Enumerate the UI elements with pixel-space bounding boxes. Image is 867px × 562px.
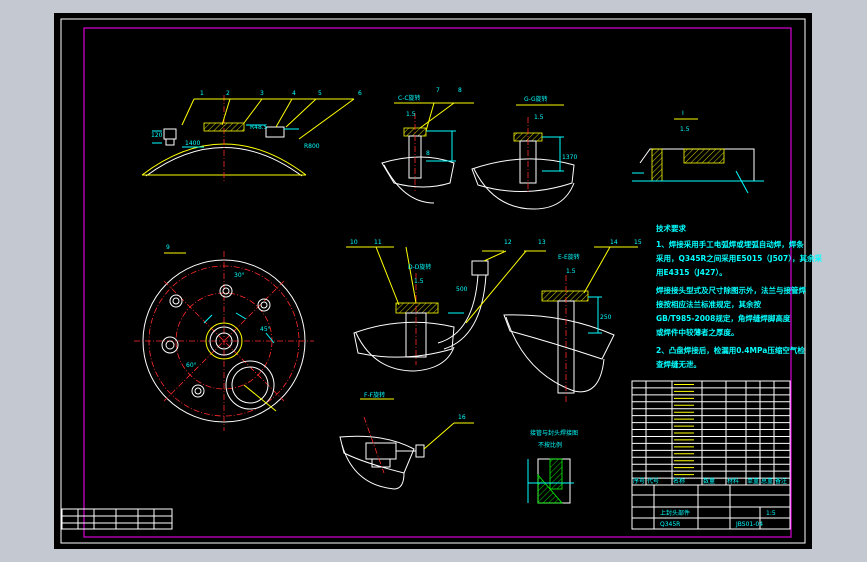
drawing-sheet[interactable]: 1400 R48.5 R800 120 1 2 3 4 5 6 C-C旋转 1.… [54, 13, 822, 549]
bill-of-materials[interactable]: 序号代号 名称 数量 材料单重总重备注 [631, 380, 791, 486]
title-scale: 1:5 [766, 510, 776, 517]
dim-d7: 30° [234, 272, 245, 279]
callout-12: 12 [504, 239, 512, 246]
inner-frame [83, 27, 792, 538]
scale-detail-i: 1.5 [680, 126, 690, 133]
bent-pipe[interactable] [437, 250, 546, 350]
bom-header-1: 代号 [647, 477, 659, 485]
tech-req-line-5: 接按相应法兰标准规定，其余按 [656, 299, 761, 309]
section-label-e-e: E-E旋转 [558, 253, 580, 261]
cad-drawing-canvas[interactable]: 1400 R48.5 R800 120 1 2 3 4 5 6 C-C旋转 1.… [54, 13, 822, 549]
dim-d10: 500 [456, 286, 468, 293]
callout-11: 11 [374, 239, 382, 246]
title-name: 上封头部件 [660, 509, 690, 517]
tech-req-line-9: 查焊缝无泄。 [656, 359, 701, 369]
callout-5: 5 [318, 90, 322, 97]
tech-req-line-6: GB/T985-2008规定，角焊缝焊脚高度 [656, 313, 791, 323]
dim-d3: R48.5 [250, 124, 268, 131]
dim-d6: 120 [151, 132, 163, 139]
technical-requirements[interactable]: 技术要求 1、焊接采用手工电弧焊或埋弧自动焊，焊条 采用，Q345R之间采用E5… [655, 223, 822, 369]
dim-d2: 1400 [185, 140, 200, 147]
head-section-view[interactable]: 1400 R48.5 R800 120 [141, 95, 355, 183]
weld-detail[interactable] [527, 458, 574, 504]
bom-header-0: 序号 [633, 477, 645, 485]
detail-view-i[interactable] [632, 118, 764, 194]
bom-header-5: 单重 [747, 477, 759, 485]
scale-g-g: 1.5 [534, 114, 544, 121]
weld-note-1: 接管与封头焊接图 [530, 429, 578, 437]
title-material: Q345R [660, 521, 680, 528]
scale-c-c: 1.5 [406, 111, 416, 118]
dim-d11: 250 [600, 314, 612, 321]
revision-block[interactable] [61, 508, 173, 530]
bom-header-2: 名称 [673, 477, 685, 485]
callout-7: 7 [436, 87, 440, 94]
tech-req-line-4: 焊接接头型式及尺寸除图示外，法兰与接管焊 [656, 285, 806, 295]
section-label-f-f: F-F旋转 [364, 391, 385, 399]
title-block[interactable]: 上封头部件 Q345R JBS01-04 1:5 [631, 484, 791, 530]
callout-3: 3 [260, 90, 264, 97]
outer-frame [60, 18, 806, 544]
head-plan-view[interactable] [134, 251, 314, 431]
dim-d5: 1370 [562, 154, 577, 161]
callout-4: 4 [292, 90, 296, 97]
tech-req-line-2: 采用，Q345R之间采用E5015（J507），其余采 [655, 253, 822, 263]
section-label-d-d: D-D旋转 [408, 263, 431, 271]
section-view-g-g[interactable] [471, 104, 575, 210]
callout-15: 15 [634, 239, 642, 246]
section-label-g-g: G-G旋转 [524, 95, 548, 103]
dim-d4: 8 [426, 150, 430, 157]
section-view-c-c[interactable] [381, 102, 474, 204]
callout-9: 9 [166, 244, 170, 251]
callout-6: 6 [358, 90, 362, 97]
dim-d1: R800 [304, 143, 320, 150]
bom-header-6: 总重 [761, 477, 773, 485]
callout-13: 13 [538, 239, 546, 246]
tech-req-line-7: 或焊件中较薄者之厚度。 [656, 327, 739, 337]
dim-d9: 60° [186, 362, 197, 369]
callout-14: 14 [610, 239, 618, 246]
tech-req-line-1: 1、焊接采用手工电弧焊或埋弧自动焊，焊条 [656, 239, 804, 249]
tech-req-line-8: 2、凸盘焊接后，检漏用0.4MPa压缩空气检 [656, 345, 805, 355]
dim-d8: 45° [260, 326, 271, 333]
bom-header-4: 材料 [727, 477, 739, 485]
callout-2: 2 [226, 90, 230, 97]
bom-header-3: 数量 [703, 477, 715, 485]
section-label-c-c: C-C旋转 [398, 94, 421, 102]
section-view-f-f[interactable] [339, 398, 474, 490]
callout-1: 1 [200, 90, 204, 97]
scale-e-e: 1.5 [566, 268, 576, 275]
title-drawing-no: JBS01-04 [735, 521, 763, 528]
tech-req-line-3: 用E4315（J427）。 [656, 267, 727, 277]
section-view-d-d[interactable] [346, 246, 464, 372]
detail-label-i: I [682, 110, 684, 117]
scale-d-d: 1.5 [414, 278, 424, 285]
callout-8: 8 [458, 87, 462, 94]
callout-10: 10 [350, 239, 358, 246]
tech-req-title: 技术要求 [656, 223, 686, 233]
section-view-e-e[interactable] [503, 246, 638, 403]
weld-note-2: 不按比例 [538, 441, 562, 449]
callout-16: 16 [458, 414, 466, 421]
bom-header-7: 备注 [775, 477, 787, 485]
